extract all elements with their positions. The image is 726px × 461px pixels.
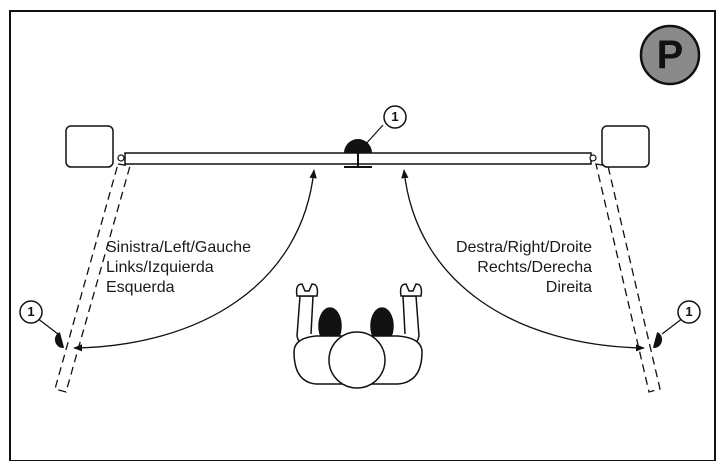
right-label-line-1: Destra/Right/Droite — [455, 239, 592, 256]
person-top-view-icon — [293, 283, 423, 389]
left-label-line-1: Sinistra/Left/Gauche — [106, 239, 251, 256]
left-direction-label: Sinistra/Left/Gauche Links/Izquierda Esq… — [106, 238, 251, 298]
left-label-line-2: Links/Izquierda — [106, 259, 214, 276]
diagram-frame — [9, 10, 716, 461]
callout-number-left: 1 — [27, 304, 35, 319]
right-opening-arc-icon — [401, 169, 645, 352]
left-pillar-icon — [65, 125, 114, 168]
callout-leader-center — [363, 124, 384, 147]
left-open-leaf-icon — [54, 163, 131, 393]
right-open-leaf-icon — [595, 163, 661, 393]
photocell-right-icon — [652, 332, 663, 348]
callout-number-right: 1 — [685, 304, 693, 319]
callout-number-center: 1 — [391, 109, 399, 124]
left-hinge-icon — [117, 154, 125, 162]
right-direction-label: Destra/Right/Droite Rechts/Derecha Direi… — [456, 238, 592, 298]
callout-leader-left — [36, 317, 59, 335]
photocell-center-icon — [344, 139, 372, 153]
right-pillar-icon — [601, 125, 650, 168]
callout-circle-right — [677, 300, 701, 324]
right-hinge-icon — [589, 154, 597, 162]
left-label-line-3: Esquerda — [106, 279, 175, 296]
p-badge-letter: P — [656, 33, 684, 77]
photocell-left-icon — [54, 332, 65, 348]
callout-circle-left — [19, 300, 43, 324]
right-label-line-2: Rechts/Derecha — [477, 259, 592, 276]
callout-circle-center — [383, 105, 407, 129]
callout-leader-right — [661, 317, 684, 335]
right-label-line-3: Direita — [545, 279, 592, 296]
left-opening-arc-icon — [73, 169, 317, 352]
p-badge-icon — [639, 24, 701, 86]
